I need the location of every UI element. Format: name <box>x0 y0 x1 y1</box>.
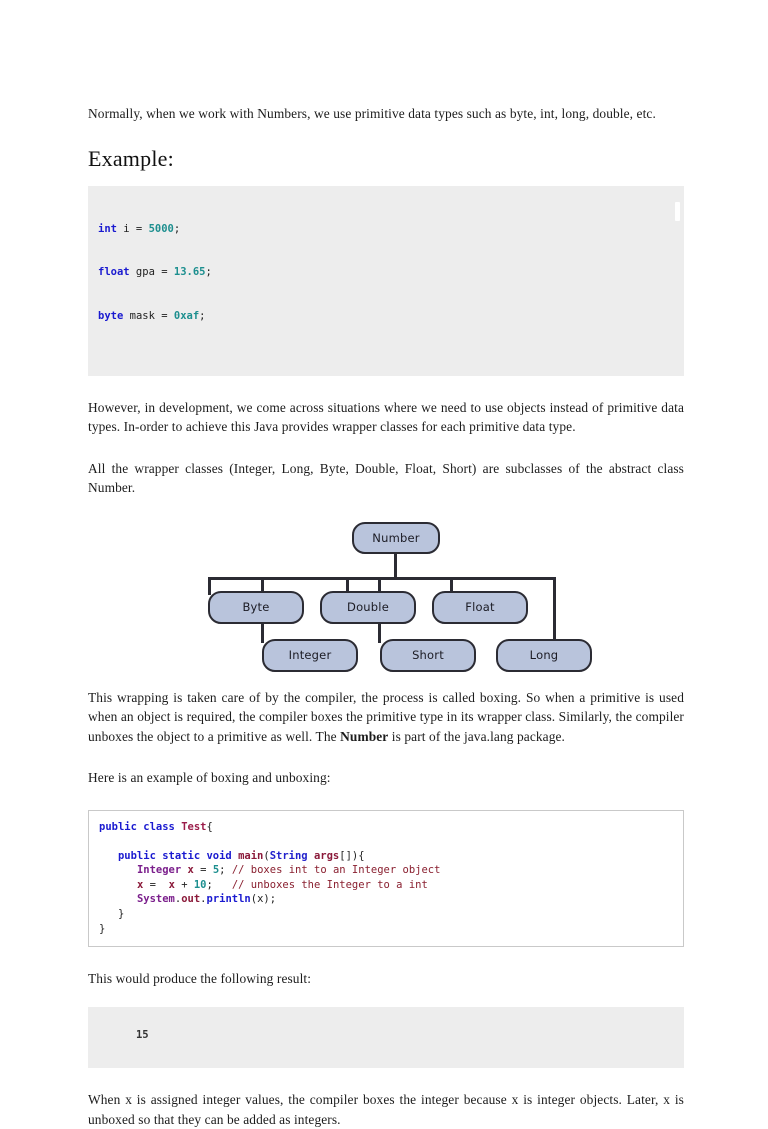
document-content: Normally, when we work with Numbers, we … <box>88 104 684 1129</box>
spacer <box>88 746 684 768</box>
spacer <box>88 1068 684 1090</box>
diagram-node-label: Byte <box>242 600 270 614</box>
code-token-plain: ; <box>173 222 181 235</box>
spacer <box>88 437 684 459</box>
diagram-node-label: Number <box>372 530 420 545</box>
paragraph-boxing-pre: This wrapping is taken care of by the co… <box>88 689 684 744</box>
code-token-plain: ; <box>199 309 206 322</box>
code-token-number: 13.65 <box>173 266 206 278</box>
intro-paragraph: Normally, when we work with Numbers, we … <box>88 106 656 121</box>
connector-root-stem <box>394 551 397 579</box>
code-line: int i = 5000; <box>98 222 674 237</box>
code-token-number: 0xaf <box>173 309 200 322</box>
paragraph-here-example: Here is an example of boxing and unboxin… <box>88 770 331 785</box>
spacer <box>88 498 684 512</box>
spacer <box>88 172 684 186</box>
diagram-node-short[interactable]: Short <box>380 638 476 672</box>
number-hierarchy-diagram: Number Byte Double Float Integer Short <box>200 512 594 688</box>
code-line: float gpa = 13.65; <box>98 265 674 280</box>
paragraph-closing: When x is assigned integer values, the c… <box>88 1092 684 1127</box>
output-block[interactable]: 15 <box>88 1006 684 1069</box>
output-value: 15 <box>135 1029 149 1042</box>
paragraph-boxing-post: is part of the java.lang package. <box>388 728 566 744</box>
code-token-keyword: int <box>98 222 117 235</box>
code-line: Integer x = 5; // boxes int to an Intege… <box>136 864 441 877</box>
connector-drop-double <box>346 576 349 595</box>
code-token-plain: mask = <box>123 309 174 322</box>
paragraph-however: However, in development, we come across … <box>88 399 684 435</box>
scrollbar-thumb[interactable] <box>675 201 680 221</box>
diagram-node-number[interactable]: Number <box>352 521 440 554</box>
code-line: x = x + 10; // unboxes the Integer to a … <box>136 878 428 891</box>
code-line: byte mask = 0xaf; <box>98 309 674 324</box>
connector-drop-byte <box>208 576 211 595</box>
diagram-node-label: Integer <box>288 648 332 662</box>
spacer <box>88 989 684 1007</box>
code-line: System.out.println(x); <box>136 893 277 906</box>
page-title-example: Example: <box>88 145 174 171</box>
diagram-node-label: Float <box>465 600 495 614</box>
code-token-keyword: byte <box>98 309 124 322</box>
diagram-node-double[interactable]: Double <box>320 590 416 624</box>
code-token-plain: gpa = <box>129 266 174 278</box>
diagram-node-label: Double <box>347 600 389 614</box>
paragraph-boxing-bold-number: Number <box>340 728 389 744</box>
spacer <box>88 124 684 146</box>
diagram-node-float[interactable]: Float <box>432 590 528 624</box>
paragraph-result-intro: This would produce the following result: <box>88 971 312 987</box>
code-block-primitives[interactable]: int i = 5000; float gpa = 13.65; byte ma… <box>88 185 684 376</box>
code-token-keyword: float <box>98 266 130 278</box>
connector-drop-long <box>553 576 556 643</box>
paragraph-boxing: This wrapping is taken care of by the co… <box>88 688 684 747</box>
spacer <box>88 788 684 810</box>
diagram-node-label: Short <box>412 648 444 662</box>
code-line: } <box>99 908 125 921</box>
spacer <box>88 376 684 398</box>
diagram-node-integer[interactable]: Integer <box>262 638 358 672</box>
code-token-plain: i = <box>116 222 149 235</box>
connector-drop-float <box>450 576 453 595</box>
code-line: } <box>99 922 106 935</box>
diagram-node-byte[interactable]: Byte <box>208 590 304 624</box>
number-hierarchy-figure: Number Byte Double Float Integer Short <box>88 512 684 688</box>
code-line: public static void main(String args[]){ <box>117 849 365 862</box>
code-token-plain: ; <box>205 266 212 278</box>
code-token-number: 5000 <box>148 222 174 235</box>
diagram-node-label: Long <box>529 648 559 662</box>
code-block-boxing-example[interactable]: public class Test{ public static void ma… <box>88 809 684 948</box>
diagram-node-long[interactable]: Long <box>496 638 592 672</box>
code-line <box>99 834 673 849</box>
document-page: Normally, when we work with Numbers, we … <box>88 106 684 1127</box>
code-line: public class Test{ <box>99 820 213 833</box>
connector-horizontal-bus <box>208 576 556 580</box>
paragraph-wrapper-classes: All the wrapper classes (Integer, Long, … <box>88 460 684 496</box>
spacer <box>88 947 684 969</box>
